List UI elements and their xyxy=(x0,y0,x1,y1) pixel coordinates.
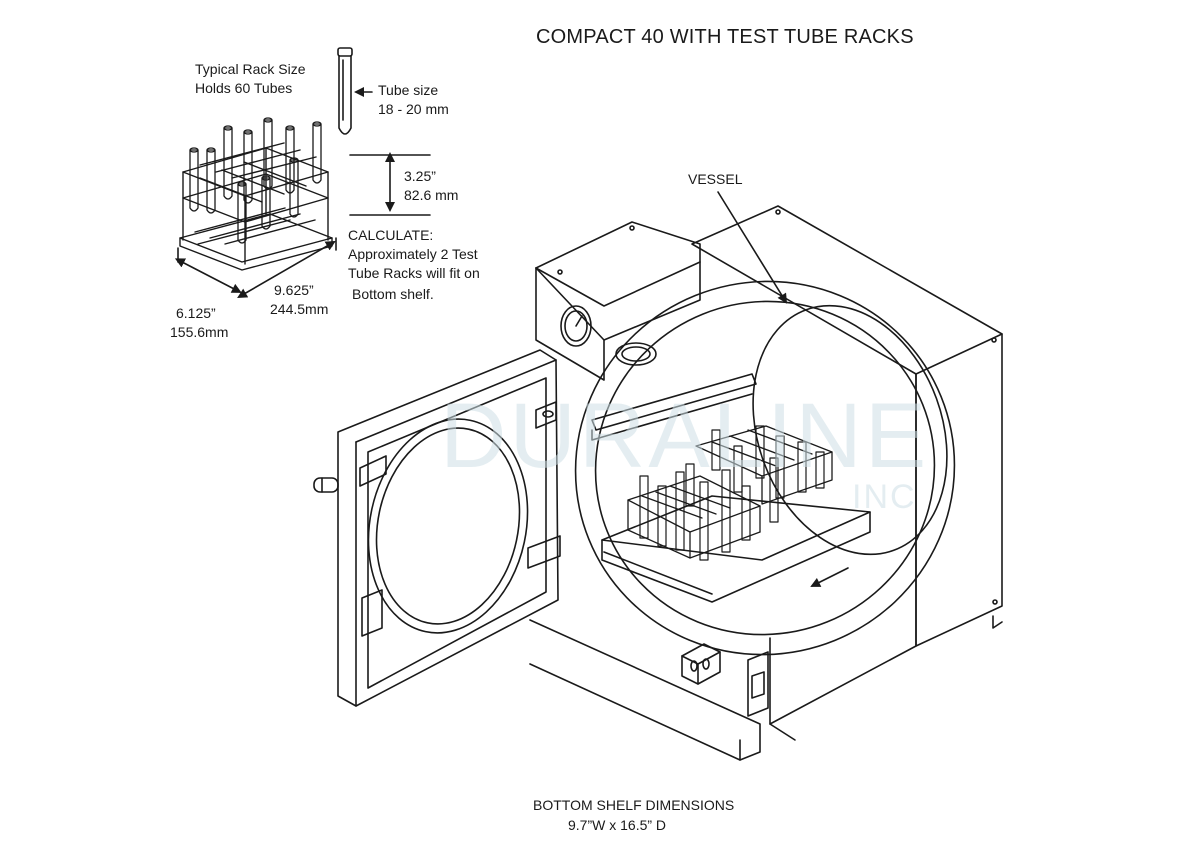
shelf-dimensions-value: 9.7”W x 16.5” D xyxy=(568,817,667,833)
watermark-main: DURALINE xyxy=(440,385,930,487)
shelf-dimensions-heading: BOTTOM SHELF DIMENSIONS xyxy=(533,797,735,813)
vessel-drawing xyxy=(574,280,956,656)
tube-size-label: Tube size xyxy=(378,82,439,98)
rack-height-dimension xyxy=(349,152,431,216)
calculate-heading: CALCULATE: xyxy=(348,227,434,243)
rack-width-mm: 244.5mm xyxy=(270,301,329,317)
calculate-line-1: Approximately 2 Test xyxy=(348,246,478,262)
calculate-line-2: Tube Racks will fit on xyxy=(348,265,480,281)
rack-size-label: Typical Rack Size xyxy=(195,61,306,77)
rack-depth-mm: 155.6mm xyxy=(170,324,229,340)
rack-width-inches: 9.625” xyxy=(274,282,314,298)
rack-height-mm: 82.6 mm xyxy=(404,187,459,203)
diagram-title: COMPACT 40 WITH TEST TUBE RACKS xyxy=(536,26,914,48)
rack-holds-label: Holds 60 Tubes xyxy=(195,80,293,96)
rack-height-inches: 3.25” xyxy=(404,168,436,184)
open-door-drawing xyxy=(313,349,761,761)
rack-width-dimension xyxy=(237,237,337,299)
rack-depth-dimension xyxy=(174,247,242,293)
autoclave-body xyxy=(535,205,1003,741)
rack-drawing xyxy=(179,117,333,271)
vessel-arrow xyxy=(717,191,788,304)
bottom-shelf-drawing xyxy=(601,495,871,603)
tube-size-value: 18 - 20 mm xyxy=(378,101,449,117)
watermark-sub: INC xyxy=(852,478,917,516)
shelf-racks-drawing xyxy=(627,425,833,561)
test-tube-drawing xyxy=(337,47,353,135)
calculate-line-3: Bottom shelf. xyxy=(352,286,434,302)
rack-depth-inches: 6.125” xyxy=(176,305,216,321)
vessel-label: VESSEL xyxy=(688,171,743,187)
